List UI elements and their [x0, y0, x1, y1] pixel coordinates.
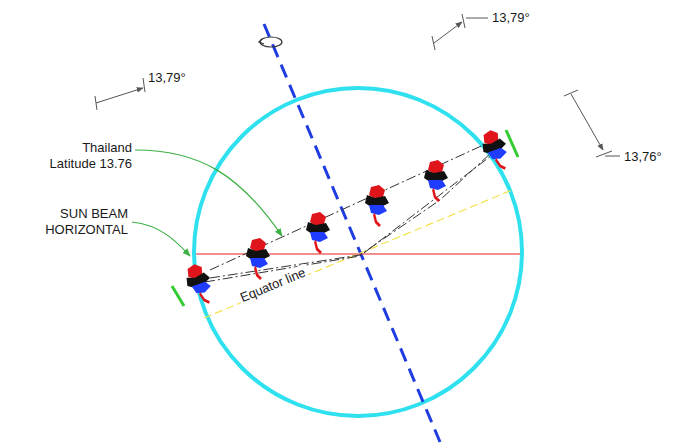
- angle-dimension: 13,76°: [624, 149, 662, 165]
- annotation-label: SUN BEAM HORIZONTAL: [40, 206, 128, 237]
- angle-dimension: 13,79°: [148, 70, 186, 86]
- annotation-label: Thailand Latitude 13.76: [42, 140, 132, 171]
- angle-dimension: 13,79°: [492, 10, 530, 26]
